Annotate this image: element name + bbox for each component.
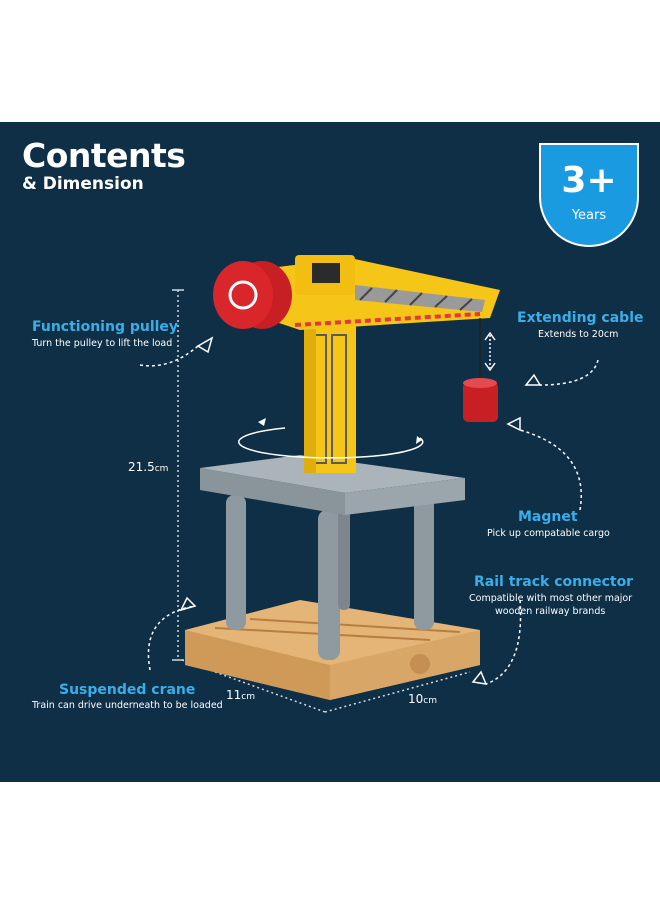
arrowheads — [179, 336, 542, 685]
feature-desc-cable: Extends to 20cm — [538, 329, 619, 340]
depth-dimension: 11cm — [226, 688, 255, 702]
platform-legs — [226, 490, 434, 660]
feature-desc-rail-connector-2: wooden railway brands — [495, 606, 606, 617]
feature-desc-pulley: Turn the pulley to lift the load — [32, 338, 173, 349]
width-dimension: 10cm — [408, 692, 437, 706]
height-dimension: 21.5cm — [128, 460, 169, 474]
feature-desc-magnet: Pick up compatable cargo — [487, 528, 610, 539]
feature-title-cable: Extending cable — [517, 310, 644, 326]
feature-title-rail-connector: Rail track connector — [474, 574, 634, 590]
feature-title-magnet: Magnet — [518, 509, 578, 525]
pulley-wheel — [213, 261, 292, 329]
magnet-weight — [463, 378, 498, 422]
grey-platform — [200, 455, 465, 515]
feature-title-pulley: Functioning pulley — [32, 319, 179, 335]
rotation-arrow — [238, 427, 424, 459]
crane-jib — [270, 255, 500, 330]
page-title: Contents — [22, 136, 186, 175]
age-badge-value: 3+ — [561, 160, 617, 201]
crane-tower — [304, 325, 356, 473]
feature-desc-rail-connector: Compatible with most other major — [469, 593, 633, 604]
feature-desc-suspended: Train can drive underneath to be loaded — [32, 700, 223, 711]
feature-title-suspended: Suspended crane — [59, 682, 196, 698]
age-badge-unit: Years — [571, 208, 607, 223]
width-dimension-line — [324, 671, 471, 713]
age-badge — [539, 143, 639, 247]
page-subtitle: & Dimension — [22, 174, 144, 194]
